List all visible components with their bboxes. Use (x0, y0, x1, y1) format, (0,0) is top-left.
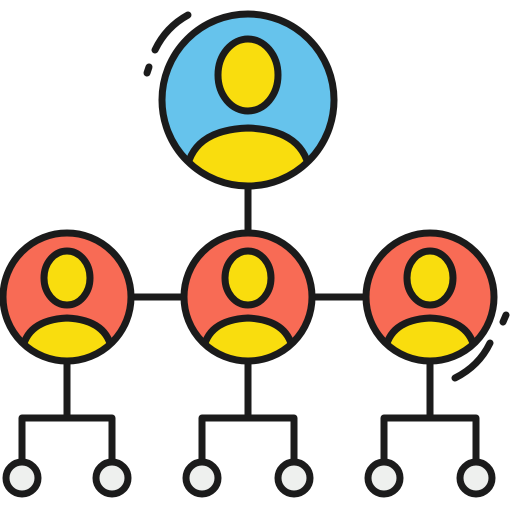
motion-mark-right-long (451, 339, 494, 382)
leaf-node-icon (92, 458, 132, 498)
motion-mark-top-long (151, 11, 192, 54)
mid-left-node (0, 229, 135, 365)
motion-mark-top-short (143, 63, 153, 77)
mid-center-node (180, 229, 316, 365)
leaf-node-icon (274, 458, 314, 498)
connector-left-to-leaves (18, 357, 116, 465)
leaf-node-icon (456, 458, 496, 498)
leaf-node-icon (364, 458, 404, 498)
motion-mark-right-short (499, 311, 510, 326)
connector-right-to-leaves (380, 357, 480, 465)
leaf-node-icon (2, 458, 42, 498)
connector-center-to-leaves (198, 357, 298, 465)
top-node (158, 10, 338, 190)
mid-right-node (362, 229, 498, 365)
leaf-node-icon (182, 458, 222, 498)
